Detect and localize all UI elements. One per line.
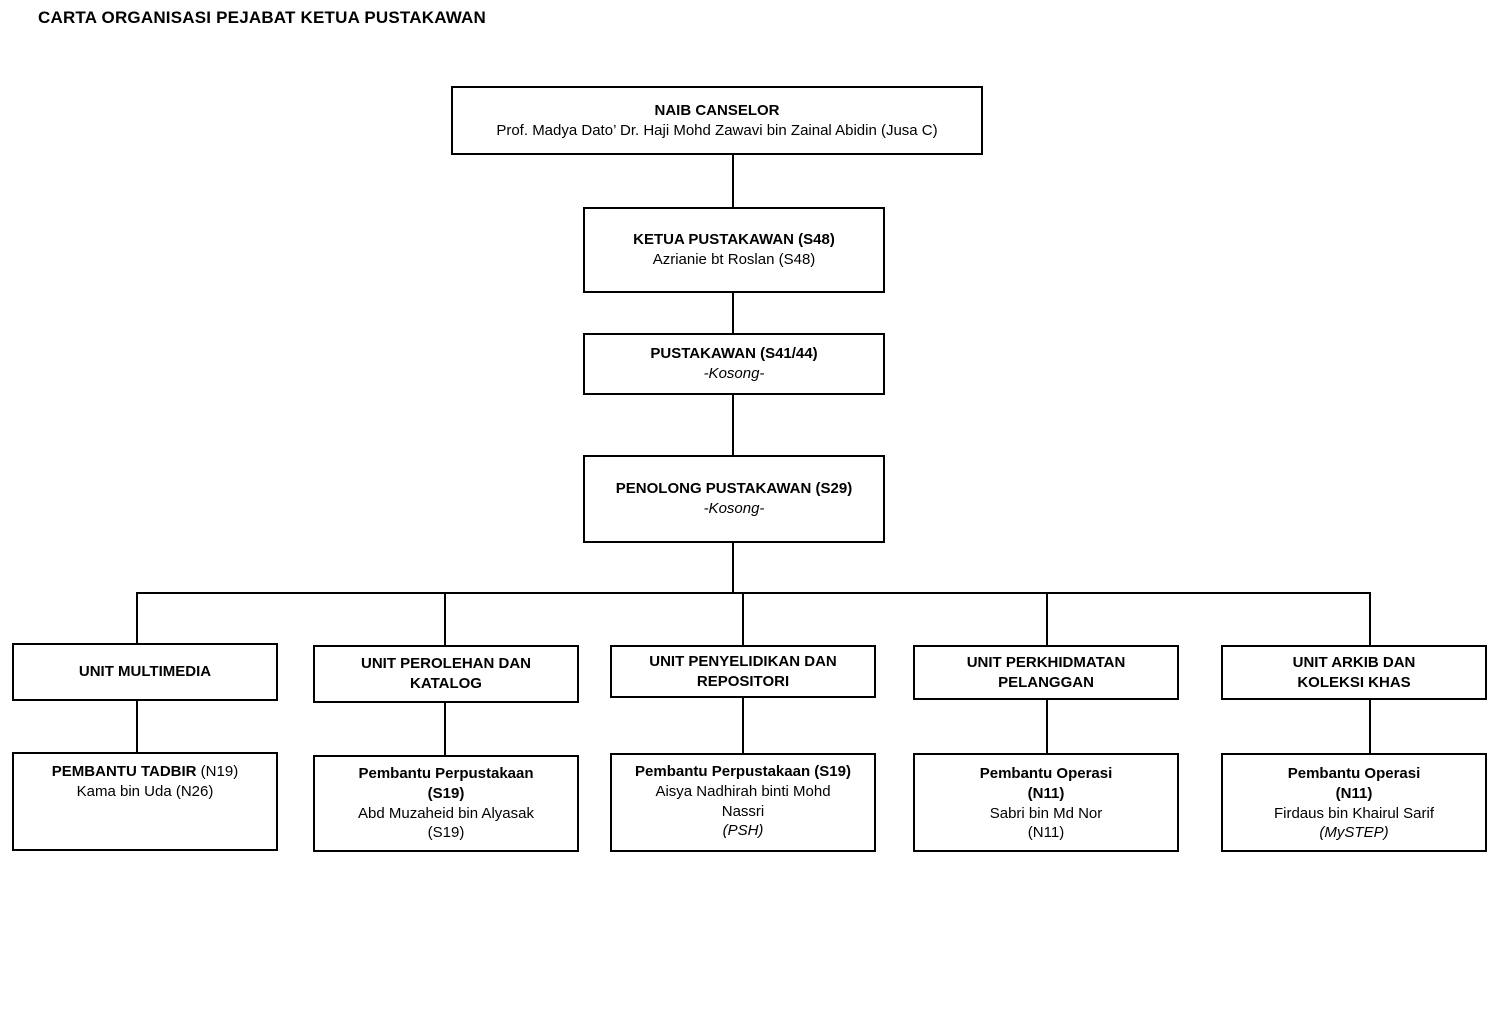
staff-penyelidikan-line2: Nassri: [721, 802, 765, 820]
node-ketua-pustakawan-subtitle: Azrianie bt Roslan (S48): [652, 251, 816, 268]
staff-perkhidmatan-line1: Sabri bin Md Nor: [989, 804, 1103, 822]
unit-perkhidmatan-line2: PELANGGAN: [998, 673, 1094, 691]
connector-unit-to-staff-perolehan: [444, 703, 446, 755]
staff-box-multimedia[interactable]: PEMBANTU TADBIR (N19) Kama bin Uda (N26): [12, 752, 278, 851]
connector-bus-drop-penyelidikan: [742, 592, 744, 645]
staff-perkhidmatan-title2: (N11): [1027, 784, 1065, 802]
staff-box-penyelidikan[interactable]: Pembantu Perpustakaan (S19) Aisya Nadhir…: [610, 753, 876, 852]
connector-naib-to-ketua: [732, 155, 734, 207]
staff-perolehan-line1: Abd Muzaheid bin Alyasak: [358, 804, 534, 822]
unit-perolehan-line1: UNIT PEROLEHAN DAN: [360, 655, 531, 673]
unit-penyelidikan-line1: UNIT PENYELIDIKAN DAN: [649, 652, 837, 670]
page-title: CARTA ORGANISASI PEJABAT KETUA PUSTAKAWA…: [38, 8, 487, 27]
staff-arkib-line1: Firdaus bin Khairul Sarif: [1273, 804, 1435, 822]
connector-penolong-to-bus: [732, 543, 734, 593]
unit-box-multimedia[interactable]: UNIT MULTIMEDIA: [12, 643, 278, 701]
connector-pustakawan-to-penolong: [732, 395, 734, 455]
node-pustakawan[interactable]: PUSTAKAWAN (S41/44) -Kosong-: [583, 333, 885, 395]
staff-box-perkhidmatan[interactable]: Pembantu Operasi (N11) Sabri bin Md Nor …: [913, 753, 1179, 852]
connector-unit-to-staff-multimedia: [136, 701, 138, 752]
unit-box-perkhidmatan[interactable]: UNIT PERKHIDMATAN PELANGGAN: [913, 645, 1179, 700]
staff-arkib-title2: (N11): [1335, 784, 1373, 802]
staff-multimedia-title: PEMBANTU TADBIR (N19): [51, 763, 239, 780]
staff-box-perolehan[interactable]: Pembantu Perpustakaan (S19) Abd Muzaheid…: [313, 755, 579, 852]
connector-unit-to-staff-arkib: [1369, 700, 1371, 753]
staff-box-arkib[interactable]: Pembantu Operasi (N11) Firdaus bin Khair…: [1221, 753, 1487, 852]
connector-unit-to-staff-perkhidmatan: [1046, 700, 1048, 753]
staff-arkib-title: Pembantu Operasi: [1287, 765, 1421, 782]
node-naib-canselor-subtitle: Prof. Madya Dato’ Dr. Haji Mohd Zawavi b…: [496, 121, 938, 139]
node-ketua-pustakawan[interactable]: KETUA PUSTAKAWAN (S48) Azrianie bt Rosla…: [583, 207, 885, 293]
unit-multimedia-line1: UNIT MULTIMEDIA: [78, 663, 212, 681]
staff-perolehan-title2: (S19): [427, 784, 465, 802]
unit-perolehan-line2: KATALOG: [410, 675, 482, 692]
node-penolong-pustakawan-subtitle: -Kosong-: [703, 500, 765, 517]
staff-perkhidmatan-line2: (N11): [1027, 824, 1065, 842]
node-ketua-pustakawan-title: KETUA PUSTAKAWAN (S48): [633, 231, 835, 249]
unit-arkib-line1: UNIT ARKIB DAN: [1292, 653, 1416, 671]
node-naib-canselor[interactable]: NAIB CANSELOR Prof. Madya Dato’ Dr. Haji…: [451, 86, 983, 155]
staff-arkib-line2: (MySTEP): [1319, 824, 1389, 842]
staff-perolehan-line2: (S19): [427, 824, 465, 842]
staff-multimedia-line1: Kama bin Uda (N26): [76, 782, 214, 800]
unit-perkhidmatan-line1: UNIT PERKHIDMATAN: [966, 653, 1126, 671]
staff-perkhidmatan-title: Pembantu Operasi: [979, 765, 1113, 782]
connector-unit-to-staff-penyelidikan: [742, 698, 744, 753]
staff-penyelidikan-line1: Aisya Nadhirah binti Mohd: [655, 782, 831, 800]
node-pustakawan-subtitle: -Kosong-: [703, 365, 765, 382]
connector-bus-drop-perkhidmatan: [1046, 592, 1048, 645]
node-penolong-pustakawan[interactable]: PENOLONG PUSTAKAWAN (S29) -Kosong-: [583, 455, 885, 543]
unit-box-perolehan[interactable]: UNIT PEROLEHAN DAN KATALOG: [313, 645, 579, 703]
staff-penyelidikan-line3: (PSH): [722, 822, 764, 840]
unit-arkib-line2: KOLEKSI KHAS: [1297, 673, 1411, 691]
staff-perolehan-title: Pembantu Perpustakaan: [358, 765, 534, 782]
connector-bus-drop-arkib: [1369, 592, 1371, 645]
connector-bus-drop-multimedia: [136, 592, 138, 643]
staff-penyelidikan-title: Pembantu Perpustakaan (S19): [635, 763, 851, 780]
unit-penyelidikan-line2: REPOSITORI: [696, 672, 790, 690]
connector-bus-horizontal: [136, 592, 1371, 594]
node-penolong-pustakawan-title: PENOLONG PUSTAKAWAN (S29): [615, 480, 853, 498]
connector-ketua-to-pustakawan: [732, 293, 734, 333]
node-naib-canselor-title: NAIB CANSELOR: [654, 101, 780, 119]
unit-box-penyelidikan[interactable]: UNIT PENYELIDIKAN DAN REPOSITORI: [610, 645, 876, 698]
node-pustakawan-title: PUSTAKAWAN (S41/44): [650, 345, 818, 363]
unit-box-arkib[interactable]: UNIT ARKIB DAN KOLEKSI KHAS: [1221, 645, 1487, 700]
connector-bus-drop-perolehan: [444, 592, 446, 645]
